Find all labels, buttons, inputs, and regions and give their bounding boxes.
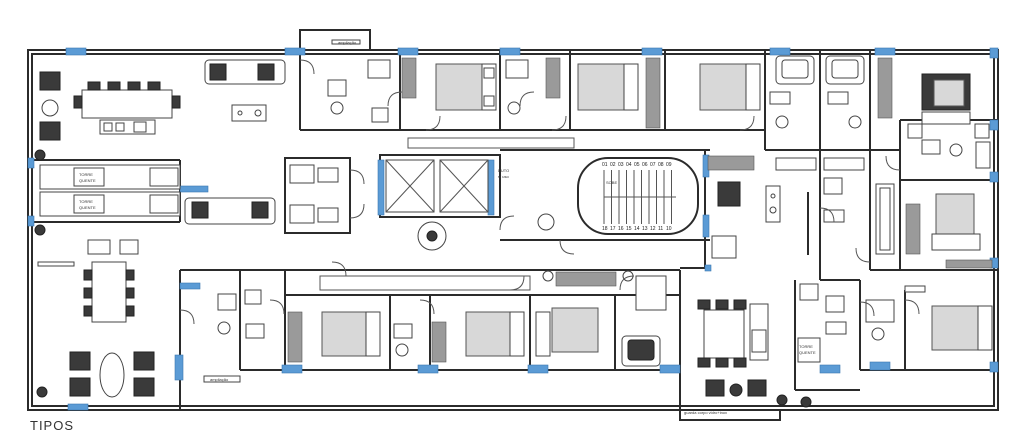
stair-sobe-label: SOBE [606, 180, 617, 185]
torre-quente-label-2a: TORRE [79, 199, 93, 204]
stair-step-number: 04 [626, 162, 632, 168]
stair-step-number: 17 [610, 226, 616, 232]
stair-step-number: 11 [658, 226, 663, 232]
stair-step-number: 18 [602, 226, 608, 232]
stair-step-number: 16 [618, 226, 624, 232]
bottom-units: ampliação [203, 270, 993, 408]
left-bottom-dining [34, 224, 155, 398]
stair-step-number: 03 [618, 162, 624, 168]
torre-quente-label-1a: TORRE [79, 172, 93, 177]
top-units: ampliação [327, 39, 990, 139]
duto-label-1: DUTO [498, 168, 509, 173]
stair-step-number: 10 [666, 226, 672, 232]
guarda-corpo-label: guarda corpo vidro+inox [684, 410, 727, 415]
stair-step-number: 01 [602, 162, 608, 168]
plan-caption: TIPOS [30, 418, 75, 433]
stair-step-number: 13 [642, 226, 648, 232]
central-core: DUTO s/ uso [289, 137, 575, 291]
stair-step-number: 08 [658, 162, 664, 168]
stair-step-number: 05 [634, 162, 640, 168]
doors [179, 59, 920, 325]
stair-step-number: 14 [634, 226, 640, 232]
torre-quente-left: TORRE QUENTE TORRE QUENTE [39, 164, 276, 225]
stair-treads [603, 170, 676, 224]
stair-step-number: 07 [650, 162, 656, 168]
torre-quente-label-3b: QUENTE [799, 350, 816, 355]
stair-step-number: 06 [642, 162, 648, 168]
torre-quente-label-1b: QUENTE [79, 178, 96, 183]
stair-step-number: 09 [666, 162, 672, 168]
windows [27, 47, 999, 411]
ampliacao-label-top: ampliação [338, 40, 357, 45]
right-mid [707, 139, 993, 269]
dining-chairs-top [73, 81, 181, 109]
ampliacao-label-bottom: ampliação [210, 377, 229, 382]
torre-quente-label-2b: QUENTE [79, 205, 96, 210]
duto-label-2: s/ uso [498, 174, 509, 179]
stair-step-number: 12 [650, 226, 656, 232]
outer-walls [27, 29, 999, 421]
stair-step-number: 02 [610, 162, 616, 168]
left-top-living [34, 59, 286, 161]
torre-quente-label-3a: TORRE [799, 344, 813, 349]
stair-step-number: 15 [626, 226, 632, 232]
